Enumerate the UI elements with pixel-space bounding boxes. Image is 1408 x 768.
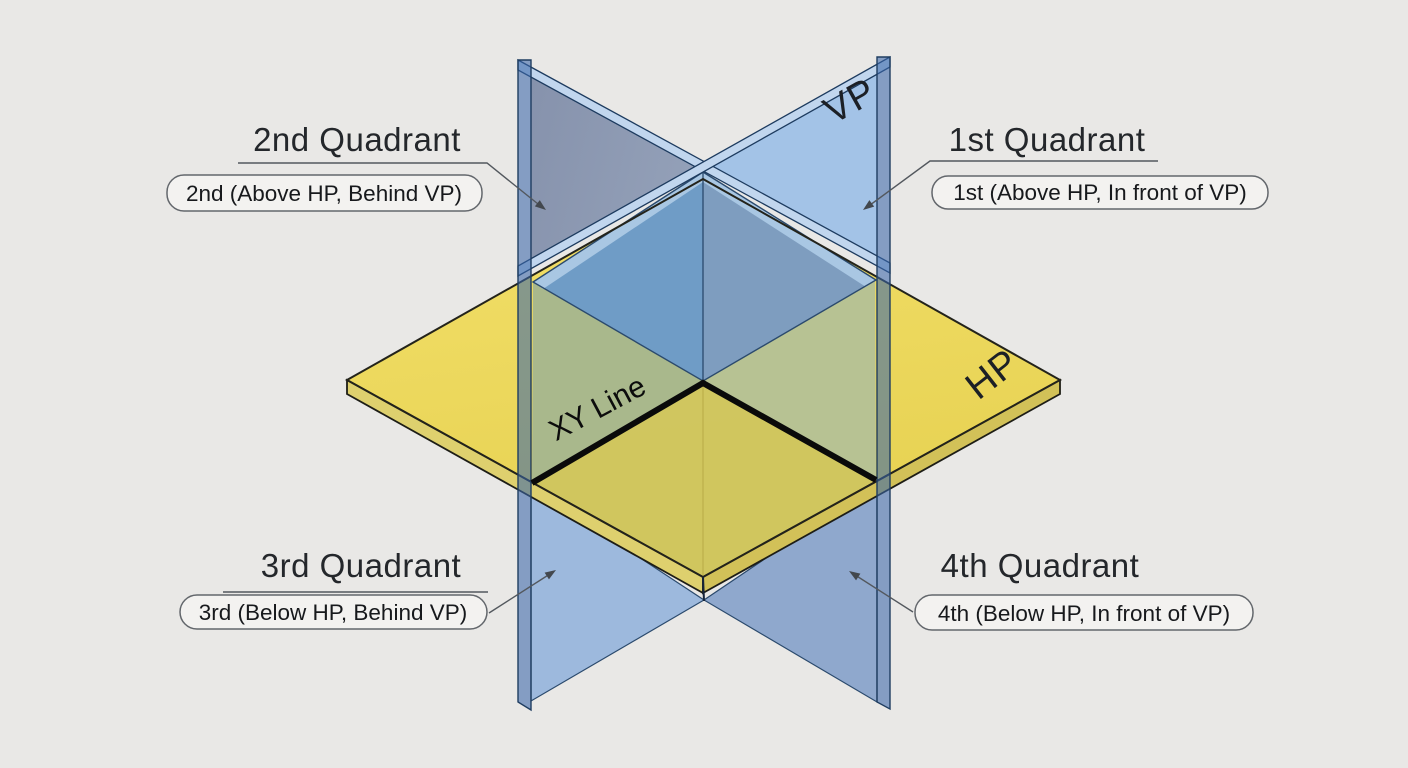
annotation-4th-quadrant: 4th Quadrant 4th (Below HP, In front of … bbox=[849, 547, 1254, 631]
vp-right-strip bbox=[876, 56, 891, 711]
quadrant-1-leader-line bbox=[865, 160, 1158, 209]
quadrant-2-description: 2nd (Above HP, Behind VP) bbox=[186, 181, 462, 206]
vp-upper-panels bbox=[517, 55, 891, 278]
diamond-right-half bbox=[703, 172, 876, 381]
quadrant-4-arrowhead bbox=[849, 571, 861, 581]
vp-upper-back-panel bbox=[531, 72, 701, 269]
overlap-right-olive bbox=[704, 280, 876, 479]
hp-front-quarter bbox=[532, 383, 876, 577]
vp-hp-overlap bbox=[532, 280, 876, 482]
xy-line bbox=[530, 379, 878, 486]
quadrant-1-description: 1st (Above HP, In front of VP) bbox=[953, 180, 1246, 205]
diamond-right-rim bbox=[703, 173, 876, 287]
quadrant-1-title: 1st Quadrant bbox=[949, 121, 1146, 158]
quadrant-2-pill bbox=[166, 174, 483, 212]
quadrant-3-title: 3rd Quadrant bbox=[261, 547, 461, 584]
vp-strips bbox=[517, 56, 891, 712]
quadrant-1-arrowhead bbox=[863, 200, 875, 210]
quadrant-4-description: 4th (Below HP, In front of VP) bbox=[938, 601, 1230, 626]
annotation-2nd-quadrant: 2nd Quadrant 2nd (Above HP, Behind VP) bbox=[166, 121, 546, 212]
quadrant-2-leader-line bbox=[238, 162, 544, 209]
quadrant-3-leader-line bbox=[488, 571, 554, 614]
vp-center-bottom-edge bbox=[702, 576, 705, 602]
quadrant-4-pill bbox=[914, 594, 1254, 631]
vp-upper-front-panel bbox=[705, 68, 877, 263]
annotation-3rd-quadrant: 3rd Quadrant 3rd (Below HP, Behind VP) bbox=[179, 547, 556, 630]
quadrant-3-description: 3rd (Below HP, Behind VP) bbox=[199, 600, 467, 625]
quadrant-4-leader-line bbox=[851, 572, 914, 613]
vp-left-strip bbox=[517, 59, 532, 712]
quadrant-3-pill bbox=[179, 594, 488, 630]
overlap-left-olive bbox=[532, 282, 702, 482]
quadrant-4-title: 4th Quadrant bbox=[941, 547, 1140, 584]
quadrant-2-title: 2nd Quadrant bbox=[253, 121, 461, 158]
quadrant-1-pill bbox=[931, 175, 1269, 210]
quadrant-3-arrowhead bbox=[544, 570, 556, 580]
quadrant-2-arrowhead bbox=[534, 200, 546, 210]
annotation-1st-quadrant: 1st Quadrant 1st (Above HP, In front of … bbox=[863, 121, 1269, 210]
diamond-left-half bbox=[533, 172, 703, 381]
